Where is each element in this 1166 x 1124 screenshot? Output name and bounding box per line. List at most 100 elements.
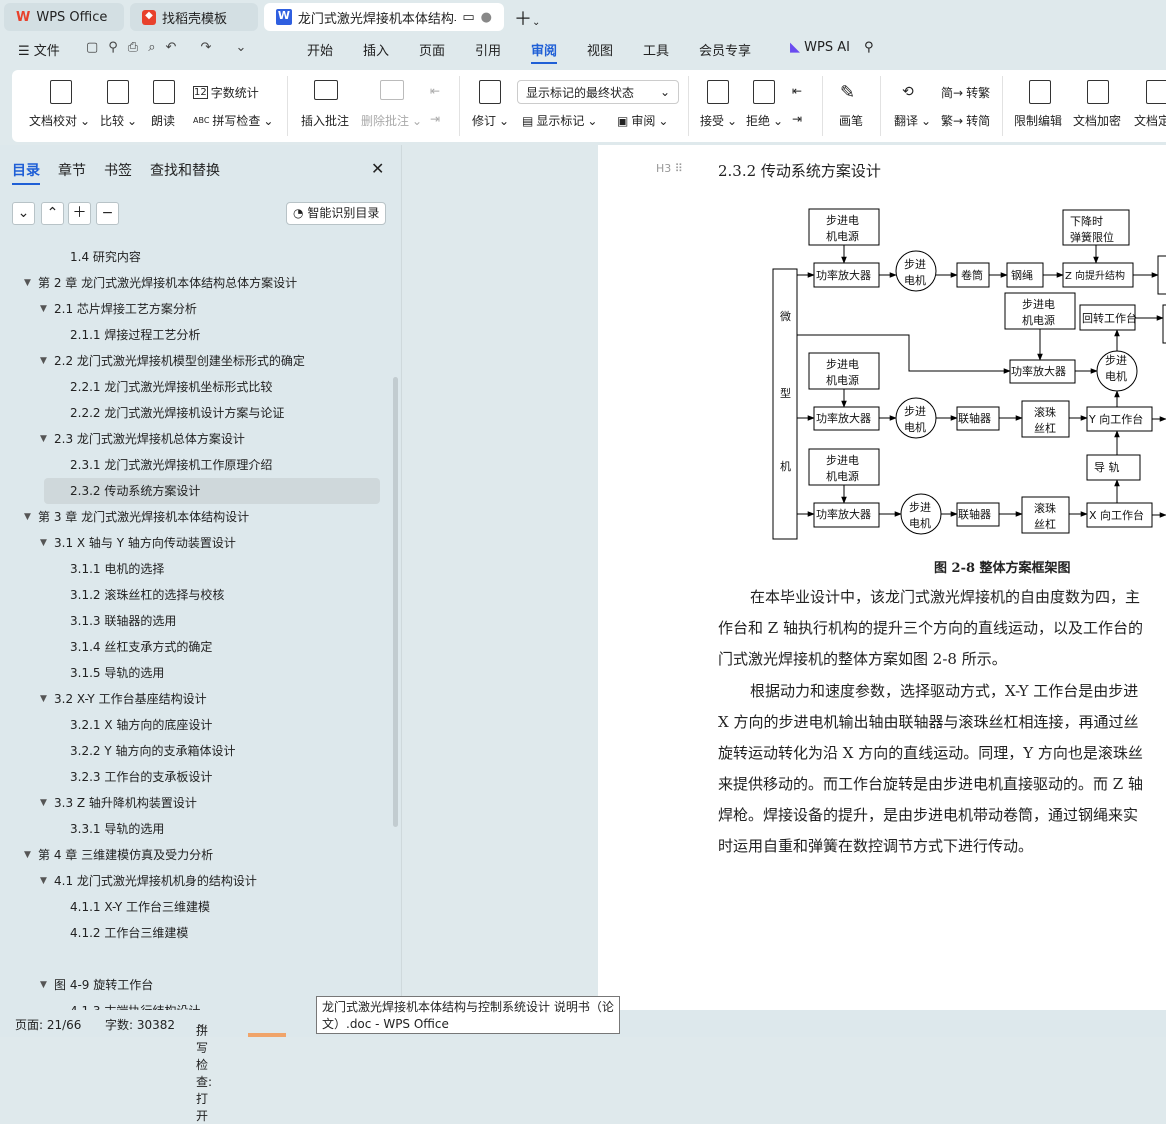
toc-scrollbar[interactable] xyxy=(393,377,398,827)
show-markup-button[interactable]: ▤显示标记⌄ xyxy=(522,113,598,129)
toc-item[interactable]: 2.1.1 焊接过程工艺分析 xyxy=(0,322,392,348)
smart-toc-button[interactable]: ◔ 智能识别目录 xyxy=(286,202,387,225)
expand-arrow-icon[interactable]: ▼ xyxy=(40,980,47,990)
tab-find-replace[interactable]: 查找和替换 xyxy=(150,163,220,179)
markup-state-select[interactable]: 显示标记的最终状态⌄ xyxy=(517,80,679,104)
expand-arrow-icon[interactable]: ▼ xyxy=(40,876,47,886)
toc-item[interactable]: ▼第 4 章 三维建模仿真及受力分析 xyxy=(0,842,392,868)
translate-button[interactable]: 翻译⌄ xyxy=(894,113,932,129)
toc-item[interactable]: ▼2.3 龙门式激光焊接机总体方案设计 xyxy=(0,426,392,452)
toc-item[interactable]: 2.2.1 龙门式激光焊接机坐标形式比较 xyxy=(0,374,392,400)
expand-arrow-icon[interactable]: ▼ xyxy=(40,434,47,444)
toc-item[interactable]: 3.1.3 联轴器的选用 xyxy=(0,608,392,634)
menu-start[interactable]: 开始 xyxy=(307,44,334,59)
expand-arrow-icon[interactable]: ▼ xyxy=(24,850,31,860)
next-comment-icon[interactable]: ⇥ xyxy=(430,112,441,126)
toc-item[interactable]: ▼2.2 龙门式激光焊接机模型创建坐标形式的确定 xyxy=(0,348,392,374)
quick-access-toolbar[interactable]: ▢⚲⎙⌕↶ ↷ ⌄ xyxy=(86,40,257,55)
toc-item[interactable]: 3.1.4 丝杠支承方式的确定 xyxy=(0,634,392,660)
toc-item[interactable]: 3.1.5 导轨的选用 xyxy=(0,660,392,686)
search-icon[interactable]: ⚲ xyxy=(864,40,874,55)
to-simplified-button[interactable]: 繁→转简 xyxy=(941,114,991,128)
wps-ai-button[interactable]: ◣ WPS AI xyxy=(790,40,850,55)
toc-item-label: 第 3 章 龙门式激光焊接机本体结构设计 xyxy=(38,510,250,524)
next-change-icon[interactable]: ⇥ xyxy=(792,112,803,126)
to-traditional-button[interactable]: 简→转繁 xyxy=(941,86,991,100)
toc-item[interactable]: 4.1.1 X-Y 工作台三维建模 xyxy=(0,894,392,920)
expand-arrow-icon[interactable]: ▼ xyxy=(40,694,47,704)
toc-item[interactable]: 3.3.1 导轨的选用 xyxy=(0,816,392,842)
doc-final-button[interactable]: 文档定 xyxy=(1134,114,1166,128)
menu-view[interactable]: 视图 xyxy=(587,44,614,59)
heading-level-marker[interactable]: H3 ⠿ xyxy=(656,162,683,175)
tab-bookmarks[interactable]: 书签 xyxy=(104,163,132,179)
pen-button[interactable]: 画笔 xyxy=(839,114,864,128)
expand-arrow-icon[interactable]: ▼ xyxy=(24,278,31,288)
read-aloud-button[interactable]: 朗读 xyxy=(151,114,176,128)
close-icon[interactable]: ✕ xyxy=(371,159,385,178)
tab-template[interactable]: ◆找稻壳模板 xyxy=(130,3,258,31)
accept-button[interactable]: 接受⌄ xyxy=(700,113,738,129)
tab-toc[interactable]: 目录 xyxy=(12,160,40,185)
add-heading-button[interactable]: ＋ xyxy=(68,202,91,225)
remove-heading-button[interactable]: − xyxy=(96,202,119,225)
toc-item[interactable]: ▼ 第 3 章 龙门式激光焊接机本体结构设计 xyxy=(0,504,392,530)
toc-item[interactable]: ▼3.3 Z 轴升降机构装置设计 xyxy=(0,790,392,816)
menu-member[interactable]: 会员专享 xyxy=(699,44,752,59)
toc-item[interactable]: ▼第 2 章 龙门式激光焊接机本体结构总体方案设计 xyxy=(0,270,392,296)
toc-item[interactable]: 4.1.3 末端执行结构设计 xyxy=(0,998,392,1010)
menu-tools[interactable]: 工具 xyxy=(643,44,670,59)
toc-item[interactable]: 3.2.1 X 轴方向的底座设计 xyxy=(0,712,392,738)
new-tab-button[interactable]: ＋⌄ xyxy=(514,9,541,30)
prev-comment-icon[interactable]: ⇤ xyxy=(430,84,441,98)
tab-document[interactable]: W龙门式激光焊接机本体结构与拄▭● xyxy=(264,3,504,31)
menu-insert[interactable]: 插入 xyxy=(363,44,390,59)
menu-review[interactable]: 审阅 xyxy=(531,40,558,64)
toc-item[interactable]: 2.3.1 龙门式激光焊接机工作原理介绍 xyxy=(0,452,392,478)
prev-change-icon[interactable]: ⇤ xyxy=(792,84,803,98)
expand-arrow-icon[interactable]: ▼ xyxy=(40,304,47,314)
review-pane-button[interactable]: ▣审阅⌄ xyxy=(617,113,669,129)
restrict-edit-button[interactable]: 限制编辑 xyxy=(1014,114,1063,128)
toc-item[interactable]: ▼3.1 X 轴与 Y 轴方向传动装置设计 xyxy=(0,530,392,556)
toc-item[interactable] xyxy=(0,946,392,972)
track-changes-button[interactable]: 修订⌄ xyxy=(472,113,510,129)
toc-item[interactable]: 4.1.2 工作台三维建模 xyxy=(0,920,392,946)
insert-comment-button[interactable]: 插入批注 xyxy=(301,114,350,128)
move-up-button[interactable]: ⌃ xyxy=(41,202,64,225)
compare-button[interactable]: 比较⌄ xyxy=(100,113,138,129)
reject-button[interactable]: 拒绝⌄ xyxy=(746,113,784,129)
page-indicator[interactable]: 页面: 21/66 xyxy=(15,1018,82,1032)
menu-reference[interactable]: 引用 xyxy=(475,44,502,59)
expand-arrow-icon[interactable]: ▼ xyxy=(40,798,47,808)
encrypt-button[interactable]: 文档加密 xyxy=(1073,114,1122,128)
toc-item[interactable]: ▼4.1 龙门式激光焊接机机身的结构设计 xyxy=(0,868,392,894)
toc-item[interactable]: 2.2.2 龙门式激光焊接机设计方案与论证 xyxy=(0,400,392,426)
toc-item[interactable]: 3.1.2 滚珠丝杠的选择与校核 xyxy=(0,582,392,608)
toc-item[interactable]: ▼2.1 芯片焊接工艺方案分析 xyxy=(0,296,392,322)
toc-item[interactable]: 3.2.2 Y 轴方向的支承箱体设计 xyxy=(0,738,392,764)
toc-item[interactable]: ▼3.2 X-Y 工作台基座结构设计 xyxy=(0,686,392,712)
svg-text:联轴器: 联轴器 xyxy=(958,411,991,425)
word-count[interactable]: 字数: 30382 xyxy=(105,1018,176,1032)
toc-item[interactable]: 3.2.3 工作台的支承板设计 xyxy=(0,764,392,790)
toc-item[interactable]: 2.3.2 传动系统方案设计 xyxy=(44,478,380,504)
tab-chapters[interactable]: 章节 xyxy=(58,163,86,179)
toc-item[interactable]: ▼图 4-9 旋转工作台 xyxy=(0,972,392,998)
doc-check-button[interactable]: 文档校对⌄ xyxy=(29,113,91,129)
encrypt-icon xyxy=(1087,80,1109,104)
expand-arrow-icon[interactable]: ▼ xyxy=(40,356,47,366)
collapse-down-button[interactable]: ⌄ xyxy=(12,202,35,225)
expand-arrow-icon[interactable]: ▼ xyxy=(24,512,31,522)
file-menu[interactable]: ☰ 文件 xyxy=(18,44,60,59)
toc-item[interactable]: 1.4 研究内容 xyxy=(0,244,392,270)
toc-item[interactable]: 3.1.1 电机的选择 xyxy=(0,556,392,582)
delete-comment-button[interactable]: 删除批注⌄ xyxy=(361,113,423,129)
expand-arrow-icon[interactable]: ▼ xyxy=(40,538,47,548)
svg-text:电机: 电机 xyxy=(904,273,926,287)
spell-check-status[interactable]: 拼写检查: 打开 ⌄ xyxy=(196,1016,213,1123)
menu-page[interactable]: 页面 xyxy=(419,44,446,59)
